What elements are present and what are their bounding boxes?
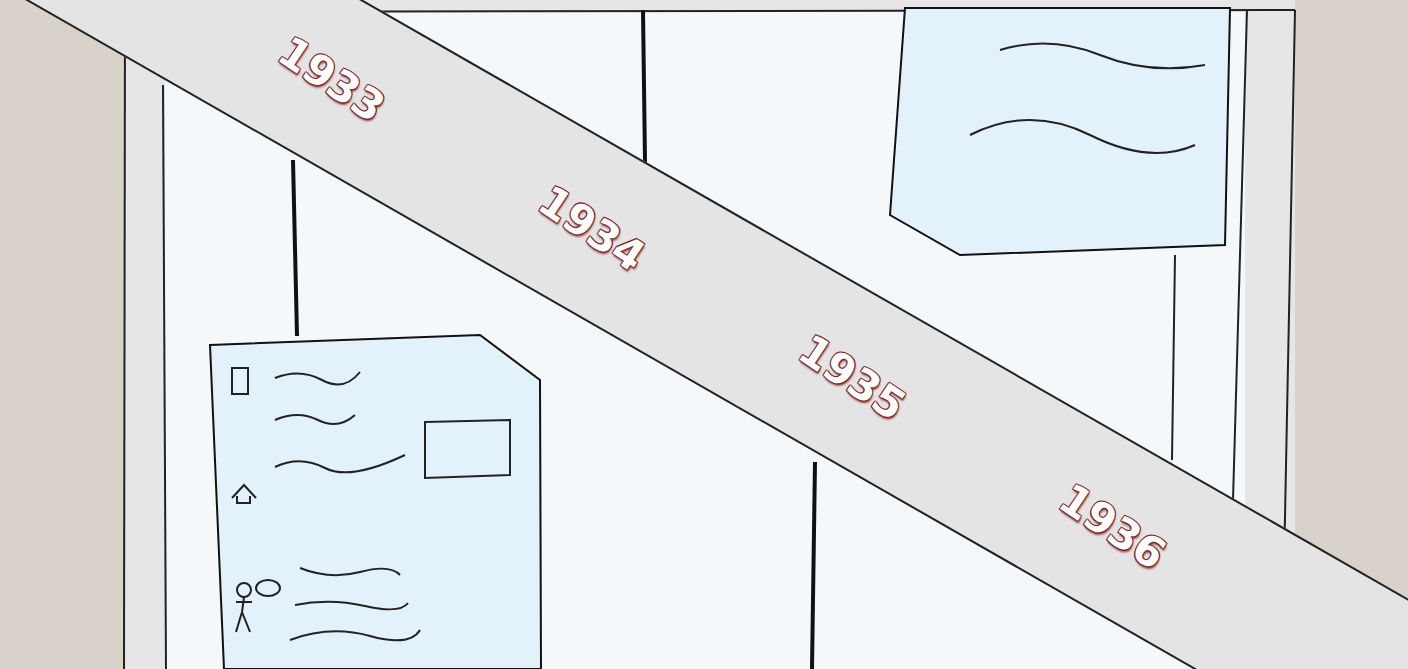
hanging-wire: [1172, 255, 1175, 460]
panel-sketch: [970, 44, 1205, 153]
poster-panel: [890, 8, 1230, 255]
frame-line: [1233, 10, 1247, 500]
hanging-wire: [293, 160, 297, 336]
poster-panel: [210, 335, 541, 669]
year-label: 1933: [269, 26, 393, 132]
frame-left: [125, 0, 165, 669]
year-label: 1936: [1050, 473, 1174, 579]
panel-sketch: [232, 368, 510, 640]
year-label: 1935: [790, 324, 914, 430]
hanging-wire: [812, 462, 815, 669]
year-label: 1934: [529, 175, 653, 281]
frame-line: [163, 85, 166, 669]
hanging-wire: [643, 10, 645, 162]
frame-line: [124, 10, 125, 669]
